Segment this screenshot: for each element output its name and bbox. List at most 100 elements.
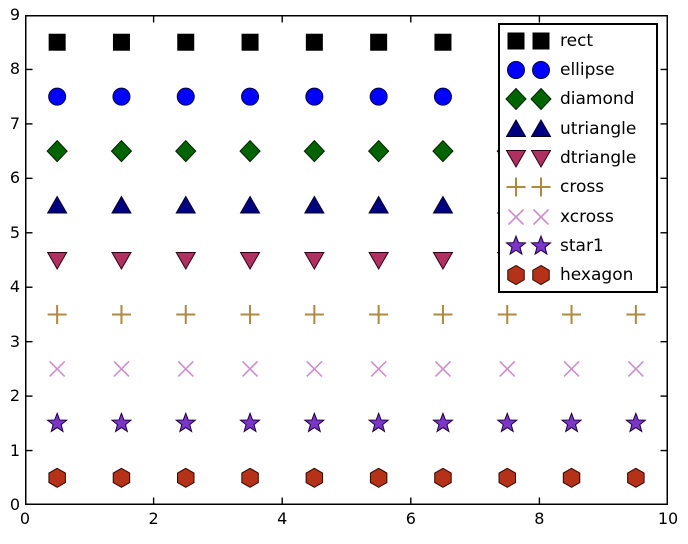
marker-dtriangle xyxy=(111,252,132,271)
marker-xcross xyxy=(113,360,130,377)
legend-label: dtriangle xyxy=(560,147,637,168)
legend-marker-dtriangle-icon xyxy=(530,149,552,168)
marker-ellipse xyxy=(48,87,67,106)
marker-hexagon xyxy=(241,467,259,488)
marker-dtriangle xyxy=(368,252,390,271)
legend-marker-cross-icon xyxy=(531,177,551,197)
marker-cross xyxy=(497,304,517,324)
marker-cross xyxy=(562,304,582,324)
marker-ellipse xyxy=(241,87,260,106)
x-tick-label: 4 xyxy=(277,509,288,528)
series-xcross xyxy=(49,360,644,377)
legend-marker-diamond-icon xyxy=(530,88,552,111)
legend-marker-star1-icon xyxy=(505,234,527,256)
marker-rect xyxy=(434,33,452,51)
marker-cross xyxy=(304,304,324,324)
legend-marker-rect-icon xyxy=(532,32,550,50)
legend-label: ellipse xyxy=(560,59,615,80)
legend-marker-ellipse-icon xyxy=(532,60,550,79)
legend: rect ellipse diamond utriangle dtriangle cros… xyxy=(498,23,658,293)
marker-star1 xyxy=(110,411,133,433)
y-tick-label: 7 xyxy=(9,113,20,133)
marker-utriangle xyxy=(239,195,261,214)
legend-marker-cross-icon xyxy=(531,177,551,197)
marker-diamond xyxy=(367,139,390,163)
marker-cross xyxy=(626,304,646,324)
legend-marker-hexagon-icon xyxy=(507,265,525,286)
legend-marker-star1-icon xyxy=(530,234,552,256)
legend-marker-utriangle-icon xyxy=(530,118,552,137)
marker-xcross xyxy=(563,360,580,377)
x-tick-label: 8 xyxy=(534,509,545,528)
legend-label: xcross xyxy=(560,206,614,227)
legend-marker-rect-icon xyxy=(532,32,550,50)
marker-diamond xyxy=(175,139,197,163)
legend-item-rect: rect xyxy=(504,26,656,55)
marker-dtriangle xyxy=(432,252,454,271)
legend-marker-cross-icon xyxy=(506,177,526,197)
marker-ellipse xyxy=(176,87,195,106)
legend-item-cross: cross xyxy=(504,173,656,202)
legend-item-utriangle: utriangle xyxy=(504,114,656,143)
series-dtriangle xyxy=(46,252,647,271)
legend-item-diamond: diamond xyxy=(504,85,656,114)
legend-marker-utriangle-icon xyxy=(530,118,552,137)
marker-utriangle xyxy=(111,195,132,214)
x-tick-label: 10 xyxy=(657,509,679,528)
marker-star1 xyxy=(432,411,454,433)
legend-label: utriangle xyxy=(560,118,637,139)
legend-marker-rect-icon xyxy=(507,32,525,50)
marker-rect xyxy=(241,33,259,51)
legend-marker-rect-icon xyxy=(507,32,525,50)
y-tick-label: 6 xyxy=(9,168,20,188)
marker-hexagon xyxy=(562,467,581,488)
marker-dtriangle xyxy=(239,252,261,271)
y-tick-label: 2 xyxy=(9,386,20,406)
marker-hexagon xyxy=(305,467,324,488)
marker-ellipse xyxy=(433,87,452,106)
marker-diamond xyxy=(110,139,133,163)
legend-marker-ellipse-icon xyxy=(507,60,525,79)
legend-marker-dtriangle-icon xyxy=(505,149,527,168)
marker-star1 xyxy=(174,411,197,433)
legend-marker-xcross-icon xyxy=(532,208,550,225)
marker-dtriangle xyxy=(175,252,197,271)
legend-marker-diamond-icon xyxy=(505,88,527,111)
y-tick-label: 0 xyxy=(9,495,20,514)
legend-item-hexagon: hexagon xyxy=(504,261,656,290)
legend-marker-utriangle-icon xyxy=(505,118,527,137)
marker-diamond xyxy=(46,139,68,163)
marker-ellipse xyxy=(305,87,324,106)
y-tick-label: 8 xyxy=(9,59,20,79)
y-tick-label: 3 xyxy=(9,331,20,351)
marker-star1 xyxy=(303,411,326,433)
marker-utriangle xyxy=(46,195,68,214)
marker-hexagon xyxy=(627,467,645,488)
marker-xcross xyxy=(370,360,387,377)
legend-marker-diamond-icon xyxy=(530,88,552,111)
legend-item-ellipse: ellipse xyxy=(504,55,656,84)
marker-star1 xyxy=(560,411,583,433)
legend-marker-star1-icon xyxy=(530,234,552,256)
legend-marker-diamond-icon xyxy=(505,88,527,111)
marker-utriangle xyxy=(432,195,454,214)
legend-marker-hexagon-icon xyxy=(532,265,550,286)
marker-xcross xyxy=(306,360,323,377)
marker-hexagon xyxy=(498,467,516,488)
marker-ellipse xyxy=(112,87,131,106)
marker-hexagon xyxy=(369,467,388,488)
marker-hexagon xyxy=(48,467,66,488)
marker-xcross xyxy=(434,360,452,377)
legend-marker-star1-icon xyxy=(505,234,527,256)
marker-utriangle xyxy=(303,195,325,214)
marker-dtriangle xyxy=(303,252,325,271)
marker-rect xyxy=(112,33,130,51)
marker-dtriangle xyxy=(46,252,68,271)
legend-marker-utriangle-icon xyxy=(505,118,527,137)
marker-ellipse xyxy=(369,87,388,106)
legend-marker-ellipse-icon xyxy=(532,60,550,79)
series-hexagon xyxy=(48,467,645,488)
marker-rect xyxy=(177,33,195,51)
legend-marker-hexagon-icon xyxy=(532,265,550,286)
y-tick-label: 9 xyxy=(9,5,20,24)
